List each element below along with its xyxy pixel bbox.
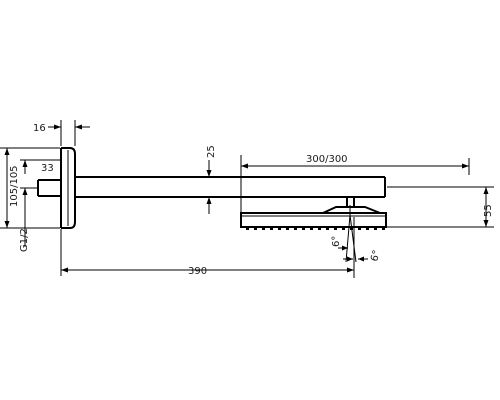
nozzle (382, 227, 385, 230)
nozzle (358, 227, 361, 230)
dim-inlet-offset: 33 (20, 159, 60, 205)
nozzle (318, 227, 321, 230)
dim-flange-height: 105/105 (0, 147, 60, 229)
label-tilt-back: 6° (369, 249, 383, 263)
nozzle (294, 227, 297, 230)
nozzle-row (246, 227, 385, 230)
label-inlet-offset: 33 (41, 163, 54, 174)
nozzle (278, 227, 281, 230)
label-tilt-front: 6° (331, 236, 342, 247)
nozzle (374, 227, 377, 230)
label-arm-height: 25 (206, 145, 217, 158)
dim-tilt-angles: 6° 6° (331, 214, 383, 263)
dim-head-height: 55 (387, 186, 494, 228)
nozzle (246, 227, 249, 230)
dim-arm-height: 25 (206, 145, 217, 214)
nozzle (342, 227, 345, 230)
head-connector (322, 197, 381, 216)
nozzle (326, 227, 329, 230)
nozzle (262, 227, 265, 230)
nozzle (254, 227, 257, 230)
label-head-size: 300/300 (306, 154, 348, 165)
nozzle (286, 227, 289, 230)
label-arm-length: 390 (188, 266, 207, 277)
nozzle (366, 227, 369, 230)
label-thread: G1/2 (19, 228, 30, 252)
nozzle (334, 227, 337, 230)
shower-head (240, 212, 387, 230)
dim-flange-thickness: 16 (33, 120, 90, 146)
nozzle (310, 227, 313, 230)
nozzle (302, 227, 305, 230)
wall-flange (60, 147, 76, 229)
shower-arm (75, 176, 386, 198)
dim-thread: G1/2 (19, 197, 30, 252)
inlet-stub (37, 179, 61, 197)
nozzle (270, 227, 273, 230)
label-flange-height: 105/105 (9, 165, 20, 207)
label-head-height: 55 (483, 204, 494, 217)
label-flange-thickness: 16 (33, 123, 46, 134)
dim-head-size: 300/300 (240, 154, 470, 212)
